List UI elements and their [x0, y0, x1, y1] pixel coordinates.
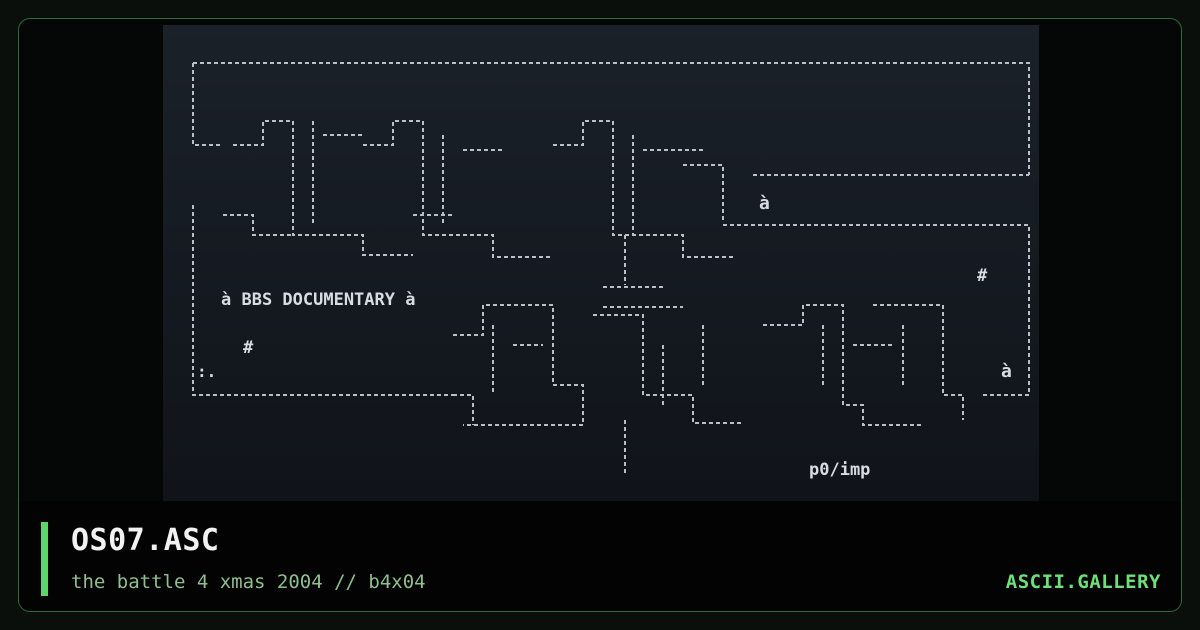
file-subtitle: the battle 4 xmas 2004 // b4x04 — [71, 571, 426, 593]
hash-left-text: # — [243, 338, 254, 358]
ascii-artwork: à à BBS DOCUMENTARY à # # :. à p0/imp — [163, 25, 1039, 501]
file-title: OS07.ASC — [71, 523, 220, 558]
footer-bar: OS07.ASC the battle 4 xmas 2004 // b4x04… — [19, 501, 1181, 611]
arrow-top-text: à — [759, 193, 770, 214]
accent-bar — [41, 522, 48, 596]
ascii-art-canvas: à à BBS DOCUMENTARY à # # :. à p0/imp — [192, 62, 1030, 480]
ascii-art-lines — [192, 62, 1030, 475]
corner-mark-text: :. — [197, 362, 216, 381]
preview-card: à à BBS DOCUMENTARY à # # :. à p0/imp OS… — [18, 18, 1182, 612]
signature-text: p0/imp — [809, 460, 870, 480]
hash-right-text: # — [977, 266, 988, 286]
tagline-text: à BBS DOCUMENTARY à — [221, 290, 415, 310]
arrow-bottom-text: à — [1001, 361, 1012, 382]
site-brand[interactable]: ASCII.GALLERY — [1005, 571, 1161, 593]
ascii-art-text: à à BBS DOCUMENTARY à # # :. à p0/imp — [197, 193, 1012, 480]
